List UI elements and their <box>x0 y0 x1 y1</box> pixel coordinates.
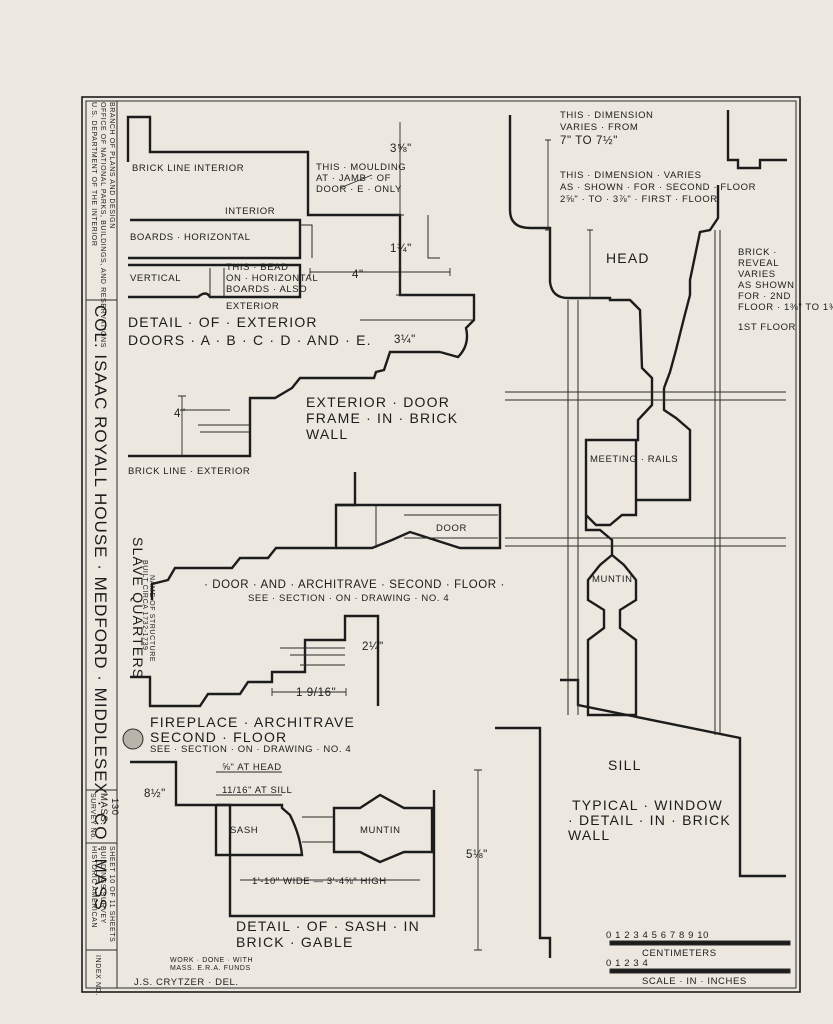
detail-exterior-doors: BRICK LINE INTERIOR INTERIOR BOARDS · HO… <box>126 115 476 359</box>
title-doors-abcde: DOORS · A · B · C · D · AND · E. <box>128 332 372 348</box>
credit-funds: MASS. E.R.A. FUNDS <box>170 965 251 972</box>
scale-cm-bar <box>609 940 791 946</box>
title-fireplace: FIREPLACE · ARCHITRAVE <box>150 714 355 730</box>
credit-work-done: WORK · DONE · WITH <box>170 957 253 964</box>
label-muntin-sash: MUNTIN <box>360 825 401 836</box>
dim-4-frame: 4" <box>174 408 186 420</box>
dim-at-head: ⅝" AT HEAD <box>222 762 282 773</box>
sheet-title: COL. ISAAC ROYALL HOUSE · MEDFORD · MIDD… <box>91 305 110 911</box>
title-door-architrave: · DOOR · AND · ARCHITRAVE · SECOND · FLO… <box>204 579 505 591</box>
sheet-number: SHEET 10 OF 11 SHEETS <box>108 846 115 942</box>
scale-cm-ticks: 0 1 2 3 4 5 6 7 8 9 10 <box>606 930 709 941</box>
scale-bars: 0 1 2 3 4 5 6 7 8 9 10 CENTIMETERS 0 1 2… <box>606 930 791 987</box>
outer-border <box>81 96 801 993</box>
title-block: U.S. DEPARTMENT OF THE INTERIOR OFFICE O… <box>86 102 120 996</box>
survey-number-state: MASS. <box>98 793 109 826</box>
label-reveal-7: 1ST FLOOR <box>738 322 796 333</box>
label-dim-varies-6: 2⅝" · TO · 3⅞" · FIRST · FLOOR <box>560 194 718 205</box>
label-dim-varies-4: THIS · DIMENSION · VARIES <box>560 170 702 181</box>
title-window-wall: WALL <box>568 827 610 843</box>
scale-in-ticks: 0 1 2 3 4 <box>606 958 648 969</box>
dim-8-1-2: 8½" <box>144 788 166 800</box>
exterior-door-frame: 4" EXTERIOR · DOOR FRAME · IN · BRICK WA… <box>128 350 458 477</box>
title-detail-of-sash: DETAIL · OF · SASH · IN <box>236 918 420 934</box>
scale-cm-label: CENTIMETERS <box>642 948 717 959</box>
label-dim-varies-3: 7" TO 7½" <box>560 135 618 147</box>
title-brick-gable: BRICK · GABLE <box>236 934 354 950</box>
dim-4-in: 4" <box>352 269 364 281</box>
title-second-floor: SECOND · FLOOR <box>150 729 287 745</box>
label-sill: SILL <box>608 757 642 773</box>
habs-line-2: BUILDINGS SURVEY <box>99 846 106 924</box>
dim-5-1-8: 5⅛" <box>466 849 488 861</box>
label-dim-varies-5: AS · SHOWN · FOR · SECOND · FLOOR <box>560 182 756 193</box>
name-of-structure-label: NAME OF STRUCTURE <box>148 575 155 662</box>
agency-line-3: BRANCH OF PLANS AND DESIGN <box>108 102 115 229</box>
label-reveal-4: AS SHOWN <box>738 280 795 291</box>
label-brick-line-exterior: BRICK LINE · EXTERIOR <box>128 466 250 477</box>
label-reveal-6: FLOOR · 1⅜" TO 1¾" <box>738 302 833 313</box>
label-exterior: EXTERIOR <box>226 301 279 312</box>
dim-2-1-4: 2¼" <box>362 641 384 653</box>
label-reveal-5: FOR · 2ND <box>738 291 791 302</box>
title-detail-exterior: DETAIL · OF · EXTERIOR <box>128 314 318 330</box>
label-reveal-3: VARIES <box>738 269 776 280</box>
detail-of-sash: SASH MUNTIN ⅝" AT HEAD 11/16" AT SILL 8½… <box>130 760 436 950</box>
label-moulding-2: AT · JAMB · OF <box>316 173 391 184</box>
agency-line-2: OFFICE OF NATIONAL PARKS, BUILDINGS, AND… <box>99 102 106 348</box>
label-reveal-2: REVEAL <box>738 258 779 269</box>
credit-delineator: J.S. CRYTZER · DEL. <box>134 977 239 988</box>
dim-3-5-8: 3⅝" <box>390 143 412 155</box>
label-meeting-rails: MEETING · RAILS <box>590 454 678 465</box>
dim-at-sill: 11/16" AT SILL <box>222 785 292 796</box>
label-sash: SASH <box>230 825 258 836</box>
survey-number-label: SURVEY No. <box>89 793 96 840</box>
index-number: INDEX NO. <box>94 955 101 996</box>
label-bead-1: THIS · BEAD <box>226 262 289 273</box>
label-moulding-3: DOOR · E · ONLY <box>316 184 402 195</box>
title-typical-window: TYPICAL · WINDOW <box>572 797 723 813</box>
subtitle-fireplace: SEE · SECTION · ON · DRAWING · NO. 4 <box>150 744 351 755</box>
title-wall: WALL <box>306 426 348 442</box>
dim-3-4: 3¼" <box>394 334 416 346</box>
seal-stamp <box>122 728 144 750</box>
typical-window-detail: THIS · DIMENSION VARIES · FROM 7" TO 7½"… <box>466 110 833 958</box>
agency-line-1: U.S. DEPARTMENT OF THE INTERIOR <box>90 102 97 246</box>
survey-number: 130 <box>109 798 120 816</box>
label-vertical: VERTICAL <box>130 273 181 284</box>
structure-name: SLAVE QUARTERS <box>130 537 146 679</box>
inner-border <box>85 100 797 989</box>
label-muntin-window: MUNTIN <box>592 574 633 585</box>
dim-sash-size: 1'-10" WIDE — 3'-4⅝" HIGH <box>252 876 387 887</box>
dim-1-9-16: 1 9/16" <box>296 687 336 699</box>
title-detail-in-brick: · DETAIL · IN · BRICK <box>568 812 731 828</box>
label-brick-line-interior: BRICK LINE INTERIOR <box>132 163 244 174</box>
title-frame-in-brick: FRAME · IN · BRICK <box>306 410 458 426</box>
label-bead-3: BOARDS · ALSO <box>226 284 307 295</box>
door-architrave-second-floor: DOOR · DOOR · AND · ARCHITRAVE · SECOND … <box>150 472 505 604</box>
scale-in-bar <box>609 968 791 974</box>
fireplace-architrave: 1 9/16" 2¼" FIREPLACE · ARCHITRAVE SECON… <box>122 614 384 755</box>
label-dim-varies-2: VARIES · FROM <box>560 122 638 133</box>
label-head: HEAD <box>606 250 650 266</box>
title-exterior-door: EXTERIOR · DOOR <box>306 394 450 410</box>
structure-date: BUILT CIRCA 1732-1739 <box>141 560 148 651</box>
habs-line-1: HISTORIC AMERICAN <box>90 846 97 928</box>
label-reveal-1: BRICK · <box>738 247 777 258</box>
label-boards-horizontal: BOARDS · HORIZONTAL <box>130 232 250 243</box>
label-moulding-1: THIS · MOULDING <box>316 162 406 173</box>
label-dim-varies-1: THIS · DIMENSION <box>560 110 654 121</box>
label-door: DOOR <box>436 523 467 534</box>
scale-in-label: SCALE · IN · INCHES <box>642 976 747 987</box>
subtitle-door-architrave: SEE · SECTION · ON · DRAWING · NO. 4 <box>248 593 449 604</box>
dim-1-3-4: 1¾" <box>390 243 412 255</box>
label-interior: INTERIOR <box>225 206 275 217</box>
label-bead-2: ON · HORIZONTAL <box>226 273 318 284</box>
